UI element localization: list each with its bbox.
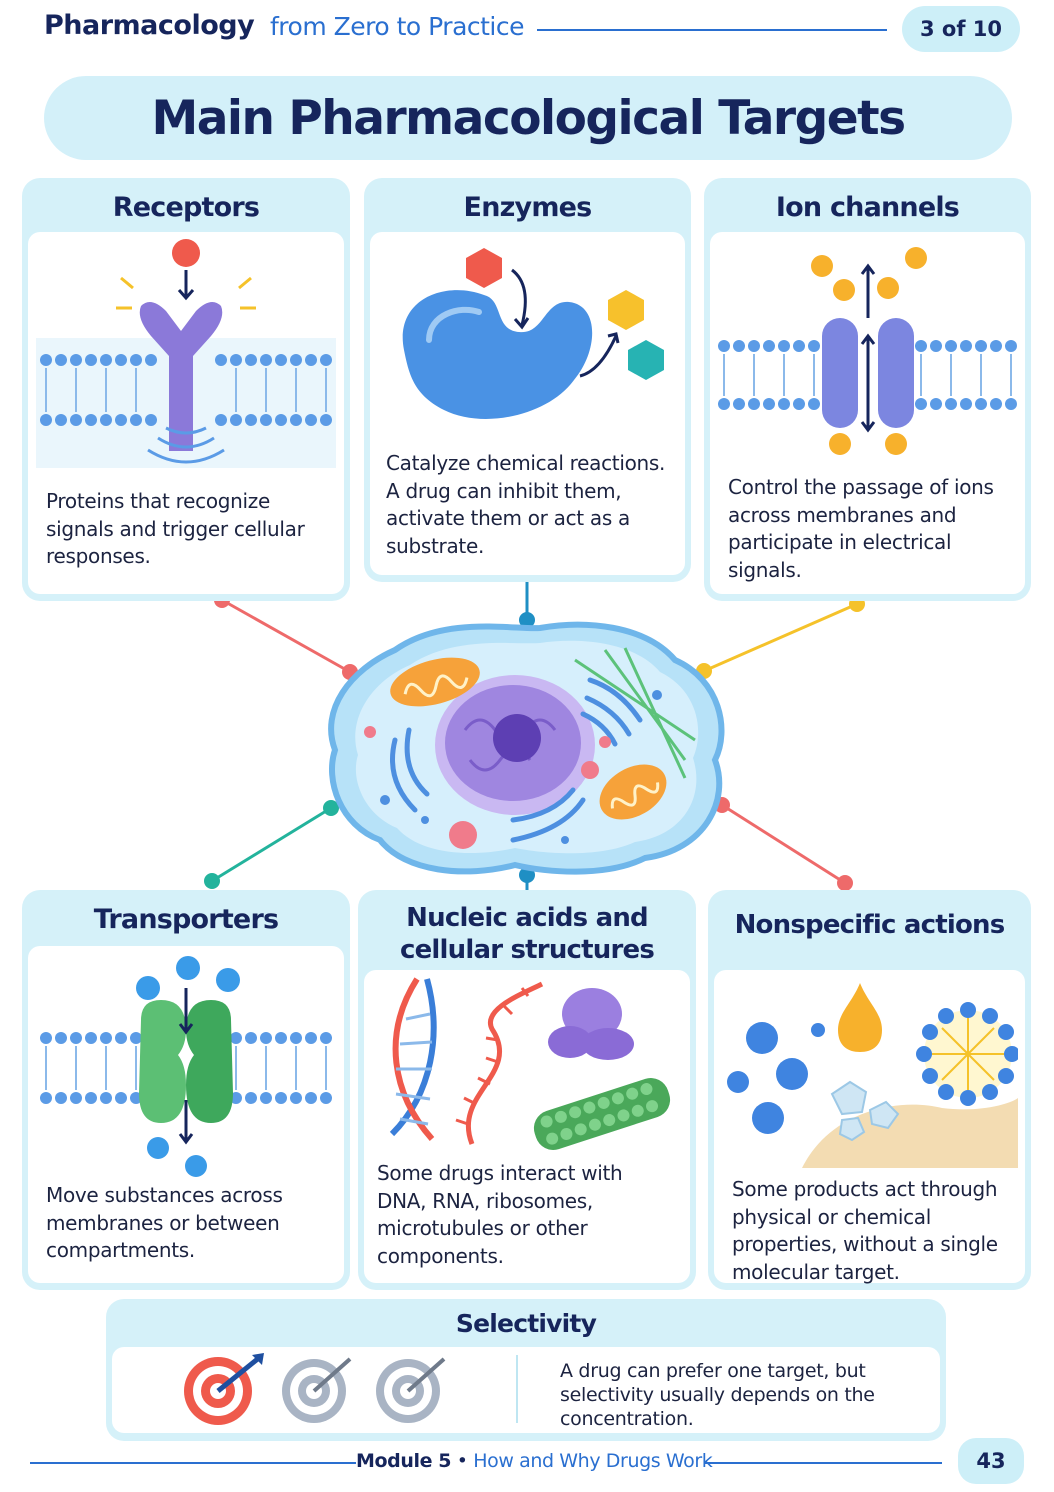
card-title: Nucleic acids and cellular structures bbox=[399, 903, 655, 965]
receptor-icon bbox=[36, 239, 336, 468]
card-description: Some drugs interact with DNA, RNA, ribos… bbox=[377, 1161, 623, 1268]
card-title: Ion channels bbox=[775, 192, 960, 223]
card-receptors: Receptors Proteins that recognize signal… bbox=[22, 178, 350, 601]
page-title: Main Pharmacological Targets bbox=[151, 90, 906, 146]
page-indicator: 3 of 10 bbox=[902, 6, 1020, 52]
card-description: Move substances across membranes or betw… bbox=[46, 1183, 283, 1262]
card-body: Catalyze chemical reactions. A drug can … bbox=[370, 232, 685, 575]
dna-icon bbox=[389, 977, 671, 1150]
card-body: Control the passage of ions across membr… bbox=[710, 232, 1025, 594]
title-banner: Main Pharmacological Targets bbox=[44, 76, 1012, 160]
target-hit-icon bbox=[184, 1353, 264, 1425]
footer-separator: • bbox=[456, 1450, 468, 1472]
series-subtitle: from Zero to Practice bbox=[270, 12, 525, 41]
series-title: Pharmacology bbox=[44, 10, 255, 41]
footer-divider-right bbox=[704, 1462, 942, 1464]
footer-module: Module 5 • How and Why Drugs Work bbox=[356, 1450, 713, 1472]
header-divider bbox=[537, 29, 887, 31]
card-enzymes: Enzymes Catalyze chemical reactions. A d… bbox=[364, 178, 691, 582]
module-name: How and Why Drugs Work bbox=[473, 1450, 713, 1472]
connector-transporters bbox=[204, 800, 339, 889]
card-ion-channels: Ion channels Control the pa bbox=[704, 178, 1031, 601]
card-nucleic-acids: Nucleic acids and cellular structures bbox=[358, 890, 696, 1290]
card-body: Some products act through physical or ch… bbox=[714, 970, 1025, 1284]
card-title: Receptors bbox=[112, 192, 260, 223]
ion-channel-icon bbox=[718, 247, 1017, 455]
card-description: Control the passage of ions across membr… bbox=[728, 475, 994, 582]
selectivity-title: Selectivity bbox=[455, 1309, 597, 1338]
page-number: 43 bbox=[958, 1438, 1024, 1484]
module-number: Module 5 bbox=[356, 1450, 452, 1472]
card-description: Proteins that recognize signals and trig… bbox=[46, 489, 305, 568]
selectivity-body: A drug can prefer one target, but select… bbox=[112, 1347, 940, 1433]
card-body: Some drugs interact with DNA, RNA, ribos… bbox=[364, 970, 690, 1283]
selectivity-panel: Selectivity A drug can prefer one target… bbox=[106, 1299, 946, 1441]
transporter-icon bbox=[40, 956, 332, 1177]
micelle-icon bbox=[727, 983, 1018, 1168]
card-description: Some products act through physical or ch… bbox=[732, 1177, 998, 1284]
footer-divider-left bbox=[30, 1462, 356, 1464]
card-nonspecific: Nonspecific actions Some products act th… bbox=[708, 890, 1031, 1290]
cell-icon bbox=[328, 621, 725, 875]
card-transporters: Transporters Move substance bbox=[22, 890, 350, 1290]
target-gray-icon bbox=[282, 1357, 352, 1423]
card-description: Catalyze chemical reactions. A drug can … bbox=[386, 451, 666, 558]
selectivity-divider bbox=[516, 1355, 518, 1423]
selectivity-text: A drug can prefer one target, but select… bbox=[560, 1360, 875, 1430]
connector-nonspecific bbox=[714, 797, 853, 891]
target-gray-icon bbox=[376, 1357, 446, 1423]
enzyme-icon bbox=[402, 248, 664, 419]
selectivity-targets bbox=[184, 1353, 446, 1425]
card-body: Move substances across membranes or betw… bbox=[28, 946, 344, 1283]
card-title: Nonspecific actions bbox=[734, 910, 1006, 940]
card-title: Transporters bbox=[93, 904, 279, 935]
card-title: Enzymes bbox=[463, 192, 593, 223]
card-body: Proteins that recognize signals and trig… bbox=[28, 232, 344, 594]
